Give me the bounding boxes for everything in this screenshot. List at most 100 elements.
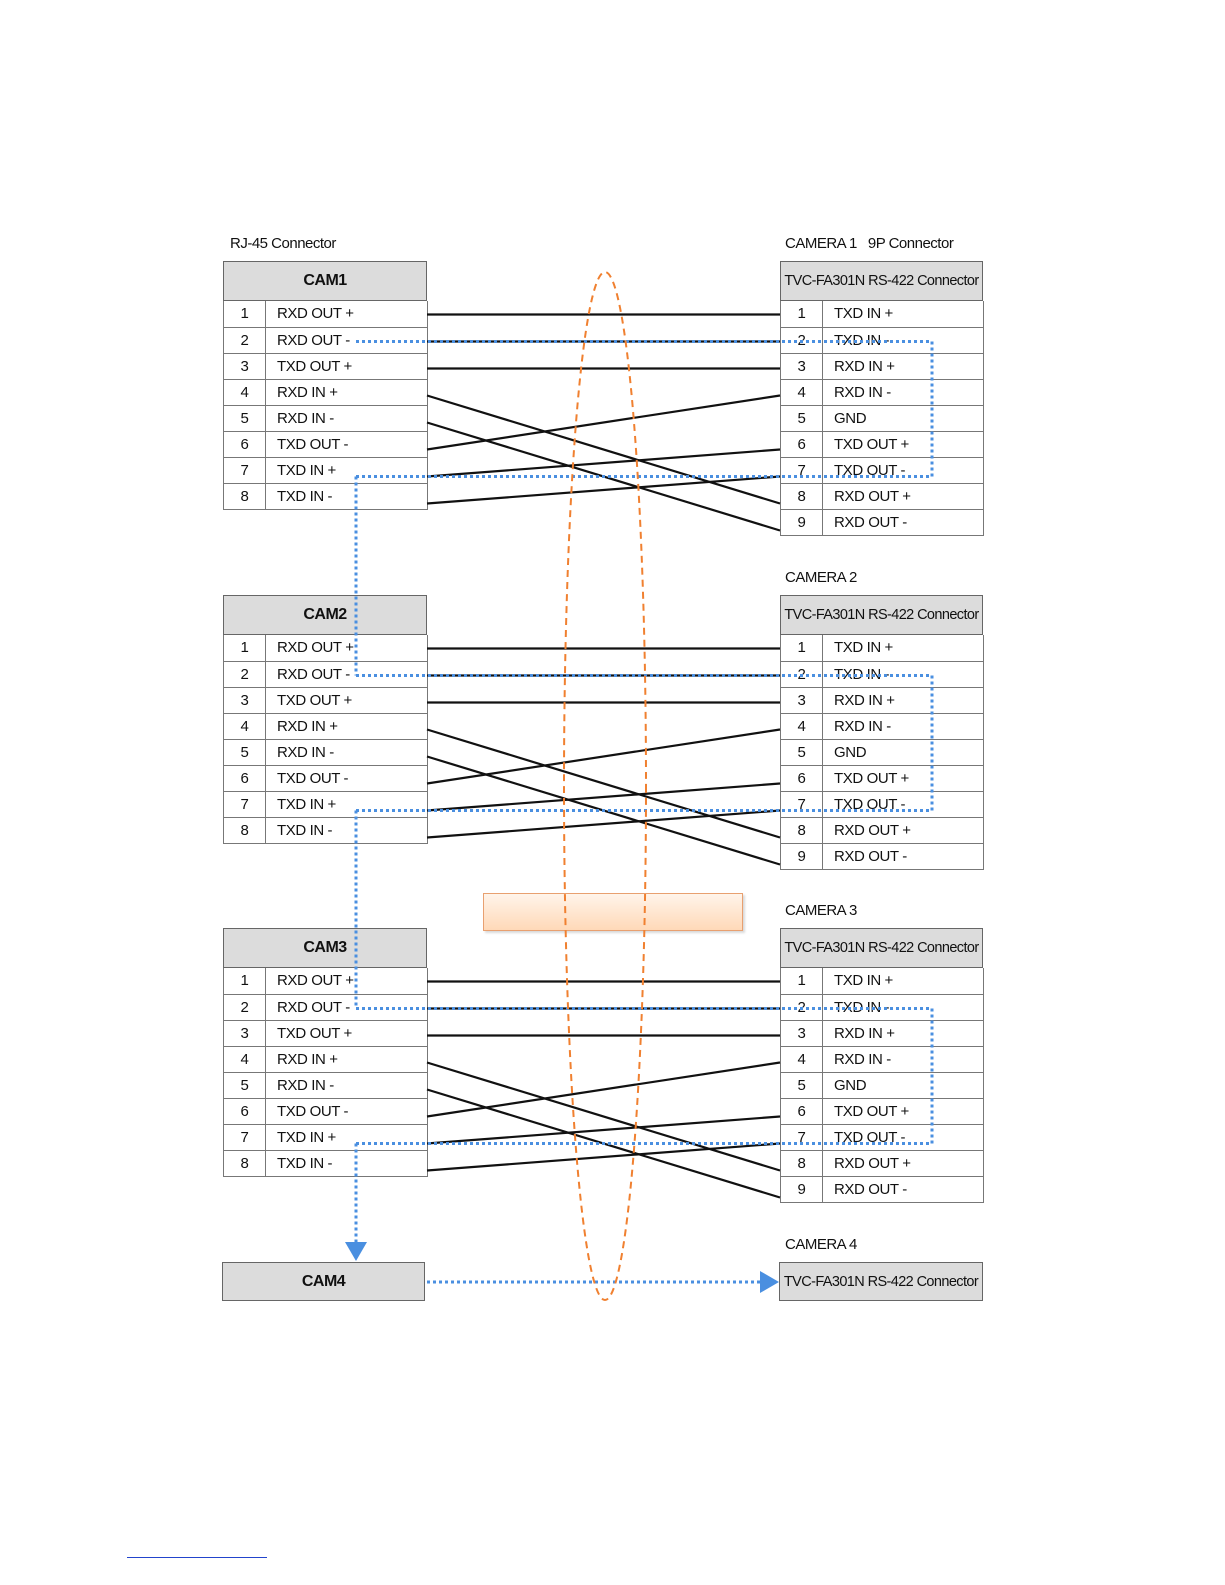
pin-number: 8 xyxy=(223,482,266,510)
cam3-header: CAM3 xyxy=(223,928,427,968)
pin-number: 7 xyxy=(780,790,823,818)
wire-1-6-to-4 xyxy=(426,394,781,451)
cable-bundle-label-box xyxy=(483,893,743,931)
pin-number: 6 xyxy=(223,1097,266,1125)
wire-3-5-to-9 xyxy=(426,1088,781,1199)
pin-signal: TXD OUT - xyxy=(822,456,984,484)
pin-signal: RXD IN + xyxy=(822,352,984,380)
pin-signal: TXD IN - xyxy=(265,482,428,510)
wire-1-8-to-7 xyxy=(426,475,781,505)
pin-number: 9 xyxy=(780,1175,823,1203)
pin-number: 4 xyxy=(223,712,266,740)
camera4-connector-header: TVC-FA301N RS-422 Connector xyxy=(779,1262,983,1301)
pin-signal: TXD IN + xyxy=(822,301,984,328)
pin-number: 6 xyxy=(780,1097,823,1125)
pin-signal: RXD IN + xyxy=(265,712,428,740)
pin-number: 7 xyxy=(780,1123,823,1151)
pin-signal: RXD IN + xyxy=(265,1045,428,1073)
pin-number: 6 xyxy=(223,430,266,458)
pin-signal: RXD IN + xyxy=(822,1019,984,1047)
pin-signal: GND xyxy=(822,404,984,432)
pin-number: 9 xyxy=(780,842,823,870)
pin-number: 7 xyxy=(223,790,266,818)
pin-signal: TXD OUT + xyxy=(822,430,984,458)
pin-signal: TXD OUT - xyxy=(265,1097,428,1125)
pin-signal: RXD OUT + xyxy=(822,482,984,510)
pin-number: 3 xyxy=(780,352,823,380)
pin-signal: TXD OUT - xyxy=(265,764,428,792)
pin-number: 2 xyxy=(223,660,266,688)
pin-signal: RXD OUT + xyxy=(265,968,428,995)
pin-signal: RXD IN - xyxy=(822,712,984,740)
pin-signal: RXD IN - xyxy=(265,1071,428,1099)
left-caption: RJ-45 Connector xyxy=(230,235,336,252)
pin-signal: TXD IN + xyxy=(822,968,984,995)
pin-number: 3 xyxy=(780,1019,823,1047)
pin-number: 8 xyxy=(780,1149,823,1177)
pin-number: 1 xyxy=(780,635,823,662)
pin-number: 5 xyxy=(223,738,266,766)
pin-signal: TXD IN + xyxy=(265,1123,428,1151)
pin-number: 3 xyxy=(223,352,266,380)
wire-2-5-to-9 xyxy=(426,755,781,866)
wire-3-7-to-6 xyxy=(426,1115,781,1145)
arrow-down-icon xyxy=(345,1242,367,1261)
pin-signal: TXD IN - xyxy=(822,993,984,1021)
pin-signal: TXD IN - xyxy=(822,660,984,688)
pin-signal: TXD OUT + xyxy=(265,352,428,380)
pin-signal: TXD OUT + xyxy=(822,1097,984,1125)
pin-signal: RXD OUT - xyxy=(822,508,984,536)
camera3-connector-header: TVC-FA301N RS-422 Connector xyxy=(780,928,983,968)
pin-number: 2 xyxy=(223,993,266,1021)
pin-signal: RXD IN - xyxy=(265,404,428,432)
cam2-header: CAM2 xyxy=(223,595,427,635)
pin-number: 4 xyxy=(780,378,823,406)
pin-number: 4 xyxy=(780,712,823,740)
wire-1-4-to-8 xyxy=(426,394,781,505)
camera2-caption: CAMERA 2 xyxy=(785,569,857,586)
pin-signal: RXD IN - xyxy=(265,738,428,766)
pin-number: 2 xyxy=(780,326,823,354)
pin-signal: RXD IN - xyxy=(822,1045,984,1073)
pin-number: 6 xyxy=(780,764,823,792)
pin-number: 1 xyxy=(780,968,823,995)
pin-number: 3 xyxy=(223,686,266,714)
pin-signal: RXD OUT - xyxy=(265,326,428,354)
camera1-connector-header: TVC-FA301N RS-422 Connector xyxy=(780,261,983,301)
camera2-connector-header: TVC-FA301N RS-422 Connector xyxy=(780,595,983,635)
pin-signal: GND xyxy=(822,1071,984,1099)
pin-number: 3 xyxy=(223,1019,266,1047)
pin-number: 5 xyxy=(223,404,266,432)
pin-number: 7 xyxy=(223,456,266,484)
pin-number: 1 xyxy=(223,968,266,995)
pin-number: 5 xyxy=(780,1071,823,1099)
